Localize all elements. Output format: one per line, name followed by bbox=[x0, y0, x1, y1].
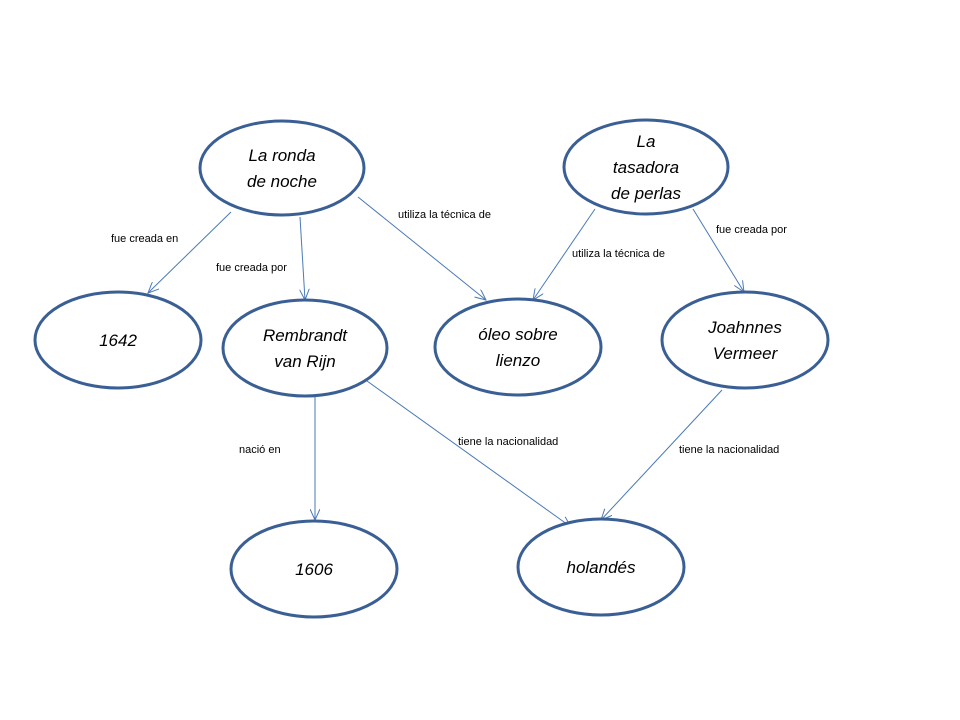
node-label-oleo-line-1: lienzo bbox=[496, 351, 540, 370]
node-ellipse-y1606 bbox=[229, 519, 399, 619]
edge-arrow-tasadora-oleo bbox=[533, 208, 596, 300]
node-ellipse-tasadora bbox=[562, 118, 730, 216]
node-label-y1642-line-0: 1642 bbox=[99, 331, 137, 350]
node-ellipse-holandes bbox=[516, 517, 686, 617]
edge-arrow-ronda-oleo bbox=[357, 196, 486, 300]
edge-label-vermeer-holandes: tiene la nacionalidad bbox=[679, 444, 779, 456]
edge-label-tasadora-oleo: utiliza la técnica de bbox=[572, 248, 665, 260]
node-ronda: La ronda de noche bbox=[198, 119, 366, 217]
node-label-rembrandt-line-1: van Rijn bbox=[274, 352, 335, 371]
node-ellipse-oleo bbox=[433, 297, 603, 397]
node-ellipse-vermeer bbox=[660, 290, 830, 390]
edge-arrow-rembrandt-holandes bbox=[366, 380, 571, 527]
node-label-tasadora-line-0: La bbox=[637, 132, 656, 151]
edge-label-ronda-oleo: utiliza la técnica de bbox=[398, 209, 491, 221]
edge-arrow-tasadora-vermeer bbox=[692, 208, 744, 292]
edge-label-rembrandt-holandes: tiene la nacionalidad bbox=[458, 436, 558, 448]
node-label-y1606-line-0: 1606 bbox=[295, 560, 333, 579]
node-y1642: 1642 bbox=[33, 290, 203, 390]
node-holandes: holandés bbox=[516, 517, 686, 617]
edge-arrow-ronda-y1642 bbox=[148, 211, 232, 293]
edge-arrow-vermeer-holandes bbox=[601, 389, 723, 520]
node-oleo: óleo sobre lienzo bbox=[433, 297, 603, 397]
node-label-ronda-line-1: de noche bbox=[247, 172, 317, 191]
node-tasadora: La tasadora de perlas bbox=[562, 118, 730, 216]
node-ellipse-ronda bbox=[198, 119, 366, 217]
node-y1606: 1606 bbox=[229, 519, 399, 619]
edge-label-rembrandt-y1606: nació en bbox=[239, 444, 281, 456]
node-label-ronda-line-0: La ronda bbox=[248, 146, 315, 165]
edge-label-tasadora-vermeer: fue creada por bbox=[716, 224, 787, 236]
edge-label-ronda-y1642: fue creada en bbox=[111, 233, 178, 245]
edge-label-ronda-rembrandt: fue creada por bbox=[216, 262, 287, 274]
edge-arrow-ronda-rembrandt bbox=[300, 216, 305, 300]
node-ellipse-rembrandt bbox=[221, 298, 389, 398]
nodes: La ronda de noche La tasadora de perlas 1642 R… bbox=[33, 118, 830, 619]
node-label-tasadora-line-2: de perlas bbox=[611, 184, 681, 203]
node-ellipse-y1642 bbox=[33, 290, 203, 390]
node-label-oleo-line-0: óleo sobre bbox=[478, 325, 557, 344]
edges: fue creada en fue creada por utiliza la té… bbox=[111, 196, 787, 527]
node-label-vermeer-line-0: Joahnnes bbox=[707, 318, 782, 337]
node-label-rembrandt-line-0: Rembrandt bbox=[263, 326, 348, 345]
node-label-tasadora-line-1: tasadora bbox=[613, 158, 679, 177]
node-label-vermeer-line-1: Vermeer bbox=[713, 344, 779, 363]
node-label-holandes-line-0: holandés bbox=[566, 558, 636, 577]
node-rembrandt: Rembrandt van Rijn bbox=[221, 298, 389, 398]
